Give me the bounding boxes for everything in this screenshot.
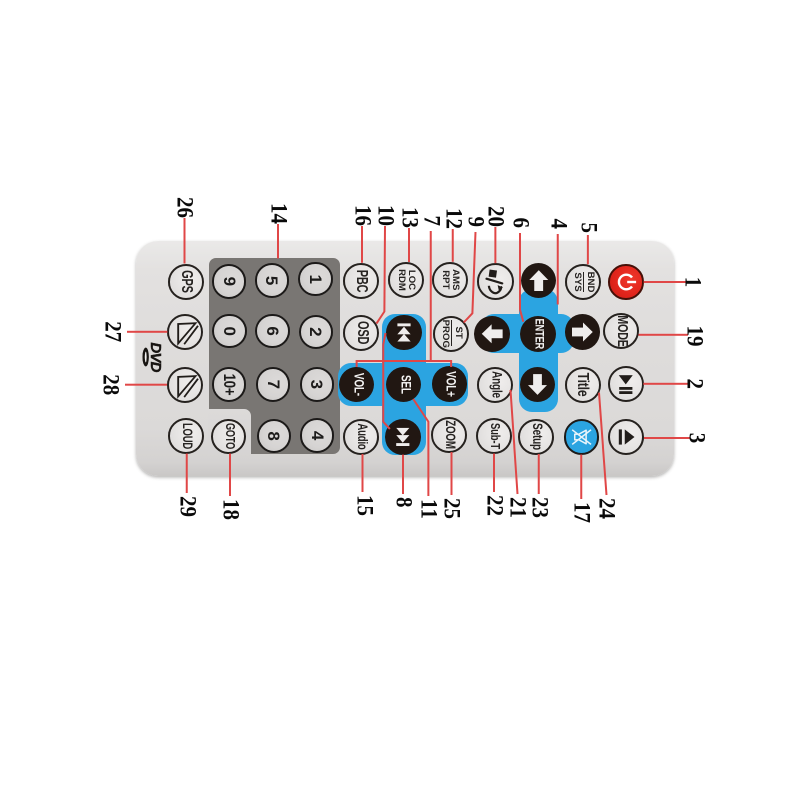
svg-text:DVD: DVD bbox=[147, 342, 164, 372]
